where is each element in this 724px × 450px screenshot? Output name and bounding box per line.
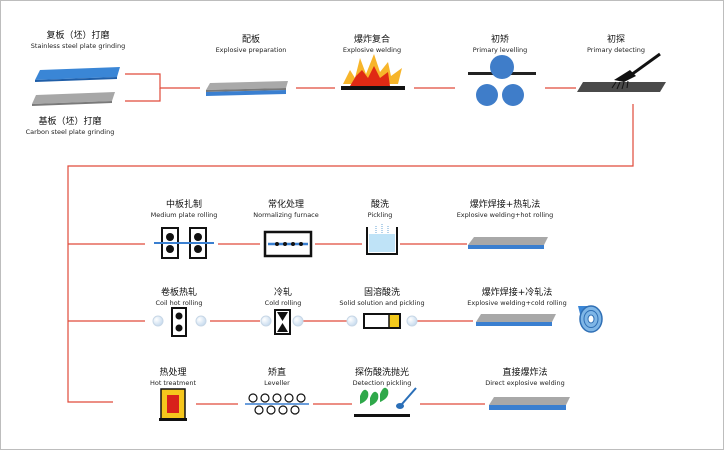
step-cn-label: 爆炸焊接+冷轧法 — [481, 288, 553, 298]
step-en-label: Explosive welding+cold rolling — [467, 299, 567, 307]
normalizing-furnace-icon — [263, 230, 313, 258]
hot-rolled-plate-icon — [468, 237, 548, 249]
step-cn-label: 常化处理 — [267, 200, 304, 210]
step-en-label: Hot treatment — [149, 379, 197, 387]
step-primary-detecting: 初探 Primary detecting — [587, 35, 645, 54]
step-carbon-grinding: 基板（坯）打磨 Carbon steel plate grinding — [26, 117, 115, 136]
step-cn-label: 探伤酸洗抛光 — [354, 368, 409, 378]
step-cn-label: 直接爆炸法 — [502, 368, 548, 378]
step-explosive-preparation: 配板 Explosive preparation — [216, 35, 287, 54]
step-cn-label: 配板 — [241, 35, 260, 45]
step-en-label: Stainless steel plate grinding — [30, 42, 126, 50]
step-en-label: Direct explosive welding — [485, 379, 565, 387]
step-en-label: Primary detecting — [586, 46, 646, 54]
step-en-label: Coil hot rolling — [155, 299, 203, 307]
medium-rolling-mill-icon — [154, 227, 214, 259]
step-explosive-cold-rolling: 爆炸焊接+冷轧法 Explosive welding+cold rolling — [467, 288, 566, 307]
leveller-rollers-icon — [245, 393, 309, 415]
step-en-label: Explosive preparation — [215, 46, 287, 54]
step-en-label: Pickling — [367, 211, 393, 219]
step-leveller: 矫直 Leveller — [264, 368, 290, 387]
step-solid-solution-pickling: 固溶酸洗 Solid solution and pickling — [339, 288, 424, 307]
step-cn-label: 冷轧 — [273, 288, 292, 298]
detection-pickling-icon — [354, 387, 417, 417]
step-en-label: Explosive welding+hot rolling — [456, 211, 554, 219]
pickling-tank-icon — [366, 224, 398, 255]
step-explosive-hot-rolling: 爆炸焊接+热轧法 Explosive welding+hot rolling — [457, 200, 554, 219]
explosive-preparation-icon — [206, 81, 288, 96]
step-en-label: Carbon steel plate grinding — [25, 128, 115, 136]
step-cn-label: 矫直 — [267, 368, 287, 378]
step-cn-label: 初矫 — [490, 35, 509, 45]
stainless-plate-icon — [35, 67, 120, 80]
levelling-rollers-icon — [468, 55, 536, 106]
solid-solution-icon — [346, 313, 418, 329]
step-cn-label: 卷板热轧 — [160, 288, 198, 298]
step-cn-label: 爆炸焊接+热轧法 — [469, 200, 541, 210]
step-heat-treatment: 热处理 Hot treatment — [150, 368, 196, 387]
step-en-label: Solid solution and pickling — [339, 299, 425, 307]
cold-rolling-icon — [260, 309, 304, 335]
direct-explosive-plate-icon — [489, 397, 570, 410]
step-primary-levelling: 初矫 Primary levelling — [473, 35, 528, 54]
heat-treatment-icon — [159, 388, 187, 421]
step-medium-plate-rolling: 中板扎制 Medium plate rolling — [151, 200, 218, 219]
explosion-icon — [341, 54, 405, 90]
step-cn-label: 复板（坯）打磨 — [46, 31, 110, 41]
coil-icon — [578, 305, 603, 333]
step-cn-label: 基板（坯）打磨 — [38, 117, 102, 127]
step-en-label: Medium plate rolling — [150, 211, 218, 219]
step-explosive-welding: 爆炸复合 Explosive welding — [343, 35, 401, 54]
step-cold-rolling: 冷轧 Cold rolling — [265, 288, 302, 307]
step-stainless-grinding: 复板（坯）打磨 Stainless steel plate grinding — [31, 31, 125, 50]
step-cn-label: 热处理 — [159, 368, 187, 378]
detecting-probe-icon — [577, 52, 666, 92]
step-cn-label: 初探 — [606, 35, 625, 45]
step-normalizing-furnace: 常化处理 Normalizing furnace — [253, 200, 319, 219]
step-coil-hot-rolling: 卷板热轧 Coil hot rolling — [155, 288, 202, 307]
carbon-plate-icon — [32, 92, 115, 104]
step-en-label: Explosive welding — [342, 46, 402, 54]
flow-connectors — [67, 73, 634, 405]
step-en-label: Detection pickling — [352, 379, 412, 387]
step-detection-pickling: 探伤酸洗抛光 Detection pickling — [353, 368, 412, 387]
coil-hot-rolling-icon — [152, 307, 207, 337]
step-cn-label: 中板扎制 — [165, 200, 203, 210]
step-cn-label: 爆炸复合 — [353, 35, 391, 45]
step-direct-explosive-welding: 直接爆炸法 Direct explosive welding — [485, 368, 565, 387]
step-en-label: Normalizing furnace — [253, 211, 319, 219]
step-en-label: Primary levelling — [472, 46, 528, 54]
step-pickling: 酸洗 Pickling — [368, 200, 393, 219]
step-cn-label: 酸洗 — [370, 200, 389, 210]
cold-rolled-plate-icon — [476, 314, 556, 326]
step-en-label: Leveller — [264, 379, 290, 387]
step-en-label: Cold rolling — [264, 299, 302, 307]
step-cn-label: 固溶酸洗 — [363, 288, 401, 298]
